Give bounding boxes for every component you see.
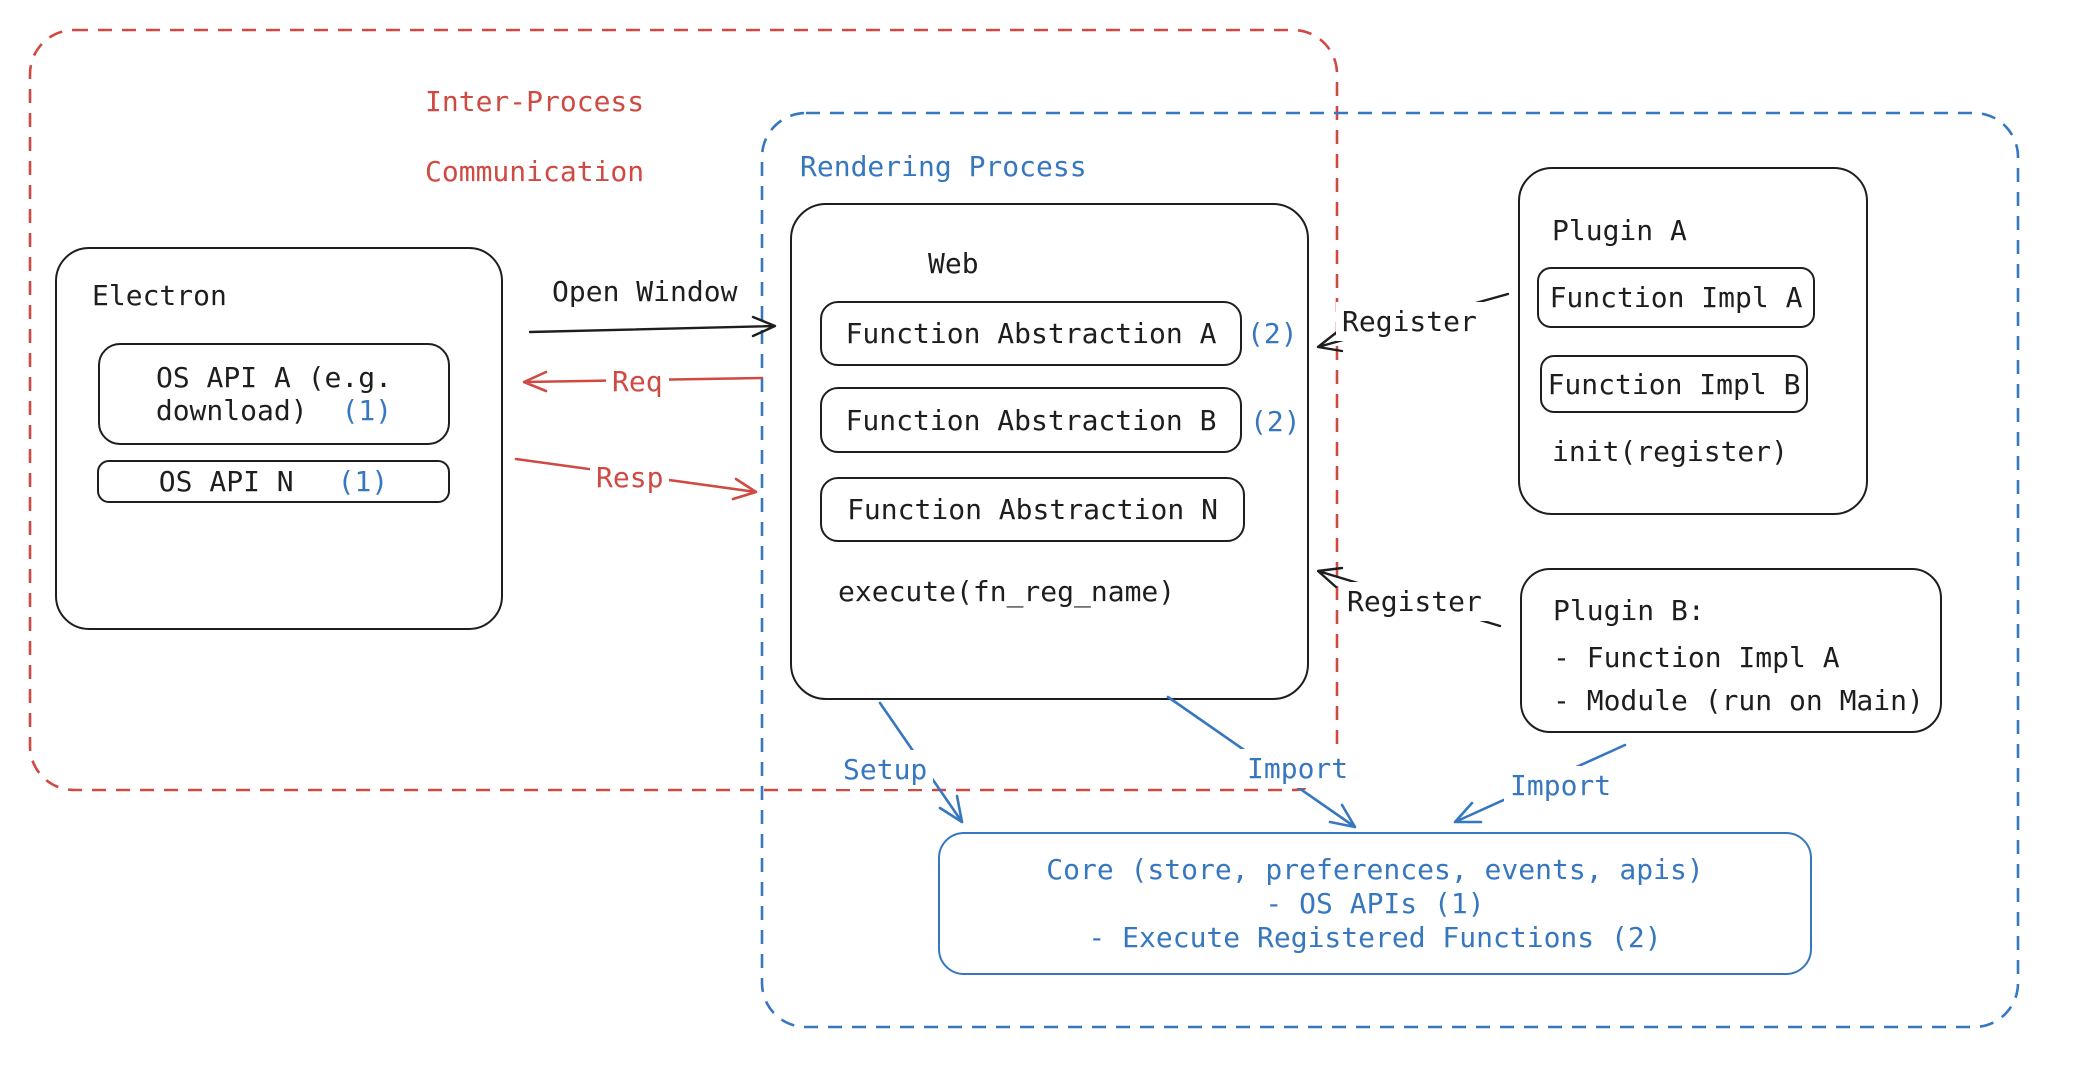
execute-text: execute(fn_reg_name) (838, 575, 1176, 608)
function-abstraction-a-box: Function Abstraction A (820, 301, 1242, 366)
function-abstraction-b-box: Function Abstraction B (820, 387, 1242, 453)
open-window-arrow (528, 315, 777, 338)
function-abstraction-a-ref: (2) (1247, 317, 1298, 350)
plugin-a-title: Plugin A (1552, 214, 1687, 247)
rendering-process-label: Rendering Process (800, 150, 1087, 183)
electron-title: Electron (92, 279, 227, 312)
os-api-a-ref: (1) (341, 394, 393, 427)
import-plugin-label: Import (1504, 766, 1618, 805)
web-title: Web (928, 247, 979, 280)
open-window-label: Open Window (552, 275, 738, 308)
function-impl-b-box: Function Impl B (1540, 355, 1808, 413)
setup-label: Setup (837, 750, 934, 789)
plugin-b-line3: - Module (run on Main) (1553, 684, 1924, 717)
core-line3: - Execute Registered Functions (2) (1088, 920, 1662, 954)
plugin-b-line2: - Function Impl A (1553, 641, 1840, 674)
os-api-n-box: OS API N (1) (97, 460, 450, 503)
function-abstraction-n-box: Function Abstraction N (820, 477, 1245, 542)
ipc-label-line1: Inter-Process (425, 85, 645, 118)
os-api-n-text: OS API N (158, 465, 294, 498)
plugin-a-init-text: init(register) (1552, 435, 1789, 468)
register-bottom-label: Register (1341, 582, 1488, 621)
os-api-a-text-line2: download) (1) (156, 394, 392, 427)
register-top-label: Register (1336, 302, 1483, 341)
core-line2: - OS APIs (1) (1265, 886, 1485, 920)
core-line1: Core (store, preferences, events, apis) (1046, 852, 1704, 886)
function-abstraction-b-ref: (2) (1250, 405, 1301, 438)
function-impl-a-box: Function Impl A (1537, 267, 1815, 328)
plugin-b-line1: Plugin B: (1553, 594, 1705, 627)
req-label: Req (606, 362, 669, 401)
core-box: Core (store, preferences, events, apis) … (938, 832, 1812, 975)
ipc-label: Inter-Process Communication (425, 84, 644, 189)
os-api-a-download: download) (155, 394, 308, 427)
ipc-label-line2: Communication (425, 155, 645, 188)
os-api-a-text-line1: OS API A (e.g. (155, 361, 392, 394)
resp-label: Resp (590, 458, 670, 497)
os-api-a-box: OS API A (e.g. download) (1) (98, 343, 450, 445)
os-api-n-ref: (1) (337, 465, 389, 498)
import-web-label: Import (1241, 749, 1355, 788)
